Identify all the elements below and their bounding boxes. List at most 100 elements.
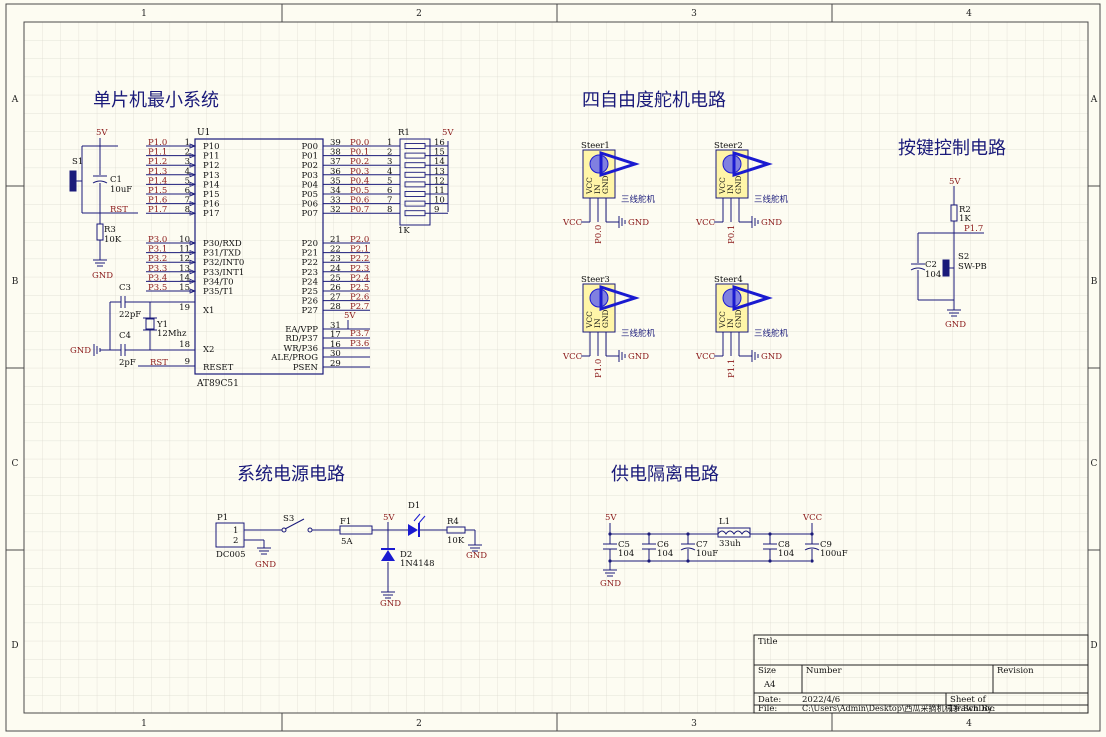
tb-drawn: Drawn By: [950, 704, 995, 714]
servo-net: P0.0 [594, 225, 604, 244]
key-circuit [910, 186, 984, 317]
key-vcc: 5V [949, 177, 961, 187]
key-c: C2 [925, 260, 937, 270]
net-label: P0.7 [350, 205, 369, 215]
net-label: P3.5 [148, 283, 167, 293]
crystal-c3-val: 22pF [119, 310, 141, 320]
servo-gnd: GND [761, 352, 782, 362]
crystal-y-val: 12Mhz [157, 329, 187, 339]
servo-arm-icon [732, 284, 773, 312]
pin-arrow [189, 191, 197, 197]
net-label: P1.1 [148, 148, 167, 158]
servo-pin-name: IN [726, 318, 735, 328]
pin-name: P03 [301, 171, 318, 181]
rpack-pin: 6 [387, 186, 392, 196]
power-vcc: 5V [383, 513, 395, 523]
pin-name: PSEN [293, 363, 319, 373]
power-r4: R4 [447, 517, 459, 527]
crystal-c4-val: 2pF [119, 358, 136, 368]
pin-number: 28 [330, 302, 341, 312]
pin-number: 1 [185, 138, 190, 148]
power-circuit [215, 518, 482, 599]
pin-name: P23 [301, 268, 318, 278]
pin-number: 18 [179, 340, 190, 350]
servo-horn [589, 154, 609, 174]
reset-circuit [69, 138, 138, 267]
servo-horn [722, 288, 742, 308]
led-d1 [408, 513, 426, 537]
tb-size: Size [758, 666, 776, 676]
pin-name: P11 [203, 152, 220, 162]
net-label: P1.3 [148, 167, 167, 177]
power-d1: D1 [408, 501, 420, 511]
servo-pin-name: GND [734, 175, 743, 194]
pin-arrow [189, 153, 197, 159]
power-p1-pin2: 2 [233, 536, 238, 546]
pin-number: 17 [330, 330, 341, 340]
pin-name: P01 [301, 152, 318, 162]
row-label: D [11, 641, 18, 651]
pin-number: 30 [330, 349, 341, 359]
net-label: P0.3 [350, 167, 369, 177]
pin-number: 6 [185, 186, 190, 196]
pin-name: P35/T1 [203, 287, 233, 297]
pin-number: 8 [185, 205, 190, 215]
rpack-pin: 10 [434, 196, 445, 206]
net-label: P3.0 [148, 235, 167, 245]
title-block [753, 634, 1089, 714]
servo-vcc: VCC [695, 352, 715, 362]
power-p1: P1 [217, 513, 228, 523]
pin-number: 2 [185, 148, 190, 158]
pin-arrow [189, 269, 197, 275]
pin-name: P24 [301, 277, 318, 287]
net-label: P1.4 [148, 176, 167, 186]
crystal-c3: C3 [119, 283, 131, 293]
net-label: P3.3 [148, 264, 167, 274]
power-r4-val: 10K [447, 536, 465, 546]
pin-name: P05 [301, 190, 318, 200]
pin-name: P00 [301, 142, 318, 152]
power-p1-pin1: 1 [233, 526, 238, 536]
row-label: D [1090, 641, 1097, 651]
pin-number: 19 [179, 303, 190, 313]
row-label: C [1091, 459, 1098, 469]
rpack-pin: 16 [434, 138, 445, 148]
pin-arrow [189, 143, 197, 149]
rpack-ref: R1 [398, 128, 410, 138]
net-label: P2.6 [350, 293, 369, 303]
pin-name-x1: X1 [203, 306, 214, 316]
pin-arrow [189, 288, 197, 294]
rpack-vcc: 5V [442, 128, 454, 138]
pin-arrow [189, 240, 197, 246]
rpack-pin: 2 [387, 148, 392, 158]
ea-net: 5V [344, 311, 356, 321]
pin-name: P30/RXD [203, 239, 242, 249]
pin-number: 33 [330, 196, 341, 206]
net-label: P0.6 [350, 196, 369, 206]
servo-label: 三线舵机 [754, 194, 789, 205]
rpack-val: 1K [398, 226, 410, 236]
rpack-pin: 14 [434, 157, 445, 167]
rpack-pin: 5 [387, 176, 392, 186]
net-label: P1.0 [148, 138, 167, 148]
net-label: P2.5 [350, 283, 369, 293]
servo-ref: Steer2 [714, 141, 743, 151]
power-f1-val: 5A [341, 537, 353, 547]
servo-ref: Steer1 [581, 141, 610, 151]
servo-arm-icon [599, 284, 640, 312]
net-label: P1.5 [148, 186, 167, 196]
net-label: P2.7 [350, 302, 369, 312]
iso-cap-val: 104 [618, 549, 634, 559]
pin-name: P06 [301, 200, 318, 210]
pin-number: 9 [185, 357, 190, 367]
iso-cap-ref: C5 [618, 540, 630, 550]
row-label: A [11, 95, 19, 105]
net-label: P2.4 [350, 273, 369, 283]
key-net: P1.7 [964, 224, 983, 234]
crystal-c4: C4 [119, 331, 131, 341]
reset-res: R3 [104, 225, 116, 235]
pin-number: 37 [330, 157, 341, 167]
pin-number: 24 [330, 264, 341, 274]
